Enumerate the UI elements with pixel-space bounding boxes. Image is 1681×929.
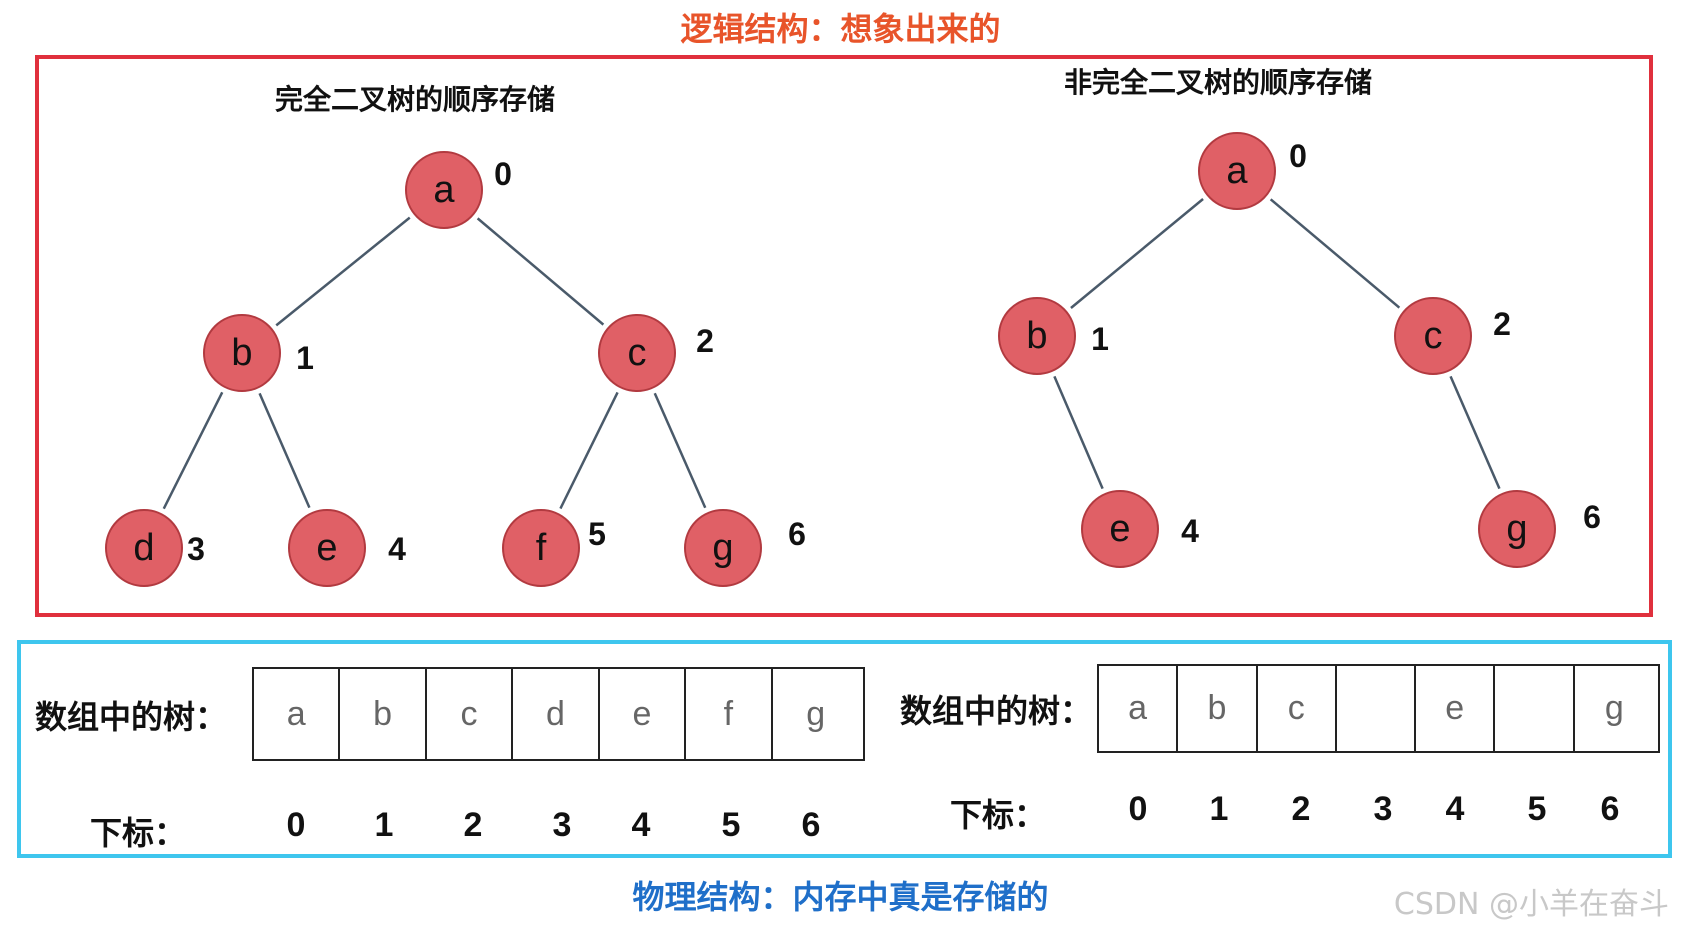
left-index: 4 xyxy=(631,806,651,844)
right-node-label-g: g xyxy=(1506,508,1527,550)
right-cell: g xyxy=(1604,689,1624,727)
left-edge-be xyxy=(258,392,311,509)
right-node-g xyxy=(1478,490,1556,568)
left-cell: c xyxy=(427,669,514,759)
right-index: 6 xyxy=(1600,790,1620,828)
left-node-c xyxy=(598,314,676,392)
left-node-label-f: f xyxy=(536,527,547,569)
right-node-index-e: 4 xyxy=(1181,513,1199,549)
left-edge-bd xyxy=(162,391,224,510)
left-cell: a xyxy=(254,669,341,759)
left-cell: e xyxy=(600,669,687,759)
left-cell: d xyxy=(513,669,600,759)
right-edge-be xyxy=(1053,375,1104,490)
right-node-label-b: b xyxy=(1026,315,1047,357)
left-node-f xyxy=(502,509,580,587)
left-node-index-b: 1 xyxy=(296,340,314,376)
left-edge-ac xyxy=(476,217,605,326)
left-node-label-g: g xyxy=(712,527,733,569)
right-array-label: 数组中的树： xyxy=(900,692,1093,730)
right-node-label-e: e xyxy=(1109,508,1130,550)
complete-tree-title: 完全二叉树的顺序存储 xyxy=(275,83,556,116)
right-index: 0 xyxy=(1128,790,1148,828)
left-index-label: 下标： xyxy=(90,814,187,852)
left-cell: g xyxy=(806,694,826,733)
left-node-a xyxy=(405,151,483,229)
left-node-index-f: 5 xyxy=(588,516,606,552)
left-node-g xyxy=(684,509,762,587)
left-index: 3 xyxy=(552,806,572,844)
right-cell: c xyxy=(1258,666,1337,751)
right-node-index-g: 6 xyxy=(1583,499,1601,535)
left-index: 6 xyxy=(801,806,821,844)
right-cell xyxy=(1337,666,1417,751)
incomplete-tree-title: 非完全二叉树的顺序存储 xyxy=(1064,66,1373,99)
left-node-index-c: 2 xyxy=(696,323,714,359)
right-node-label-a: a xyxy=(1226,150,1248,192)
left-node-label-c: c xyxy=(628,332,647,374)
right-node-index-c: 2 xyxy=(1493,306,1511,342)
right-index: 4 xyxy=(1445,790,1465,828)
right-node-c xyxy=(1394,297,1472,375)
left-node-index-e: 4 xyxy=(388,531,406,567)
right-edge-ab xyxy=(1070,198,1204,309)
physical-structure-title: 物理结构：内存中真是存储的 xyxy=(632,878,1049,916)
right-index-label: 下标： xyxy=(950,796,1047,834)
left-index: 1 xyxy=(374,806,394,844)
right-edge-ac xyxy=(1269,198,1401,309)
right-index: 5 xyxy=(1527,790,1547,828)
left-cell: f xyxy=(686,669,773,759)
right-cell: b xyxy=(1178,666,1258,751)
left-edge-ab xyxy=(275,216,411,327)
left-node-d xyxy=(105,509,183,587)
left-node-label-d: d xyxy=(133,527,154,569)
left-edge-cg xyxy=(653,392,707,509)
left-array-label: 数组中的树： xyxy=(35,698,228,736)
right-index: 2 xyxy=(1291,790,1311,828)
right-index: 3 xyxy=(1373,790,1393,828)
left-index: 5 xyxy=(721,806,741,844)
left-node-label-a: a xyxy=(433,169,455,211)
left-node-e xyxy=(288,509,366,587)
left-node-b xyxy=(203,314,281,392)
right-node-index-a: 0 xyxy=(1289,138,1307,174)
right-cell xyxy=(1495,666,1575,751)
left-node-index-a: 0 xyxy=(494,156,512,192)
tree-edges xyxy=(162,198,1501,510)
left-edge-cf xyxy=(559,391,619,510)
physical-structure-box xyxy=(17,640,1672,858)
left-node-label-e: e xyxy=(316,527,337,569)
right-edge-cg xyxy=(1449,375,1501,490)
right-cell: a xyxy=(1099,666,1179,751)
watermark: CSDN @小羊在奋斗 xyxy=(1393,887,1669,922)
logical-structure-box xyxy=(35,55,1653,617)
left-index: 0 xyxy=(286,806,306,844)
right-node-a xyxy=(1198,132,1276,210)
left-node-index-d: 3 xyxy=(187,531,205,567)
left-node-index-g: 6 xyxy=(788,516,806,552)
right-index: 1 xyxy=(1209,790,1229,828)
right-node-b xyxy=(998,297,1076,375)
left-index: 2 xyxy=(463,806,483,844)
right-cell: e xyxy=(1416,666,1496,751)
logical-structure-title: 逻辑结构：想象出来的 xyxy=(680,10,1001,48)
left-node-label-b: b xyxy=(231,332,252,374)
left-cell: b xyxy=(340,669,427,759)
right-node-e xyxy=(1081,490,1159,568)
right-node-index-b: 1 xyxy=(1091,321,1109,357)
right-node-label-c: c xyxy=(1424,315,1443,357)
